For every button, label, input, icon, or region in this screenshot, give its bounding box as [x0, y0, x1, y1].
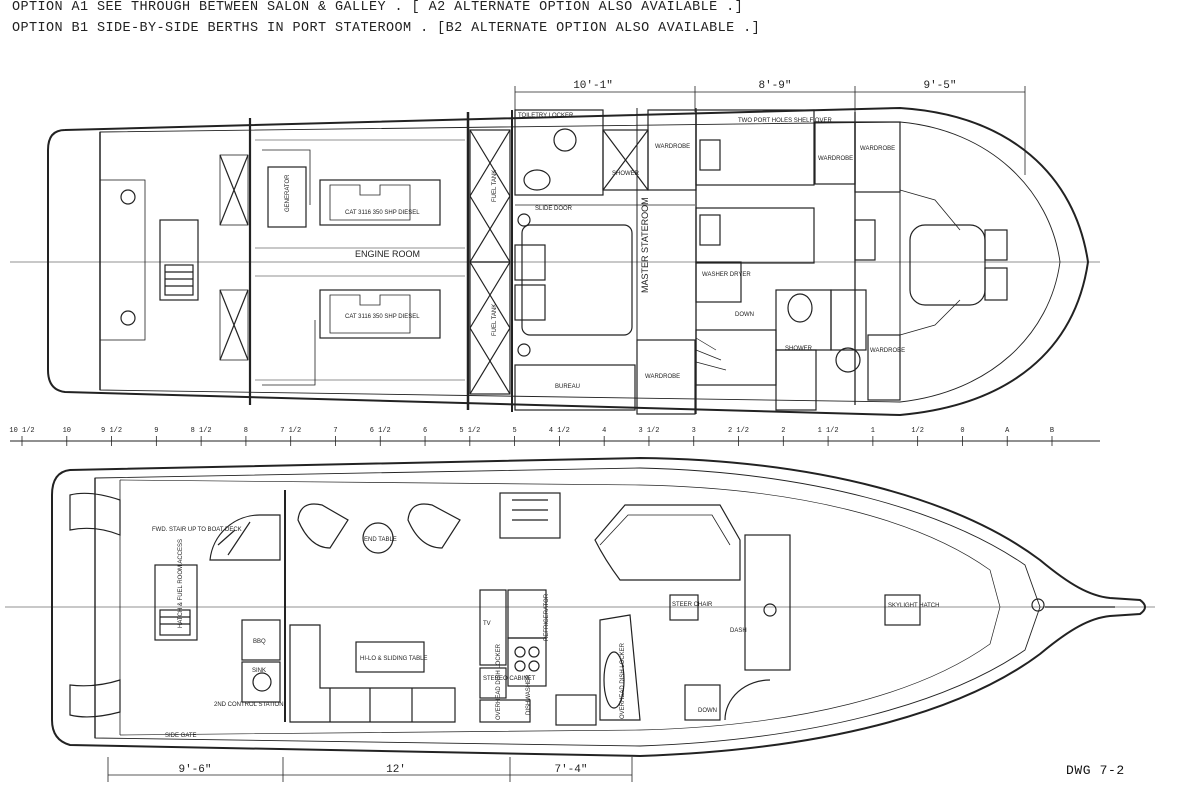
station-tick-label: A [1005, 427, 1010, 435]
down-lower-label: DOWN [735, 312, 754, 318]
main-dim-2: 12' [386, 764, 406, 776]
station-tick-label: 8 1/2 [191, 427, 212, 435]
second-control-label: 2ND CONTROL STATION [214, 702, 284, 708]
overhead-dish-locker-2-label: OVERHEAD DISH LOCKER [620, 642, 626, 719]
station-tick-label: 4 [602, 427, 606, 435]
bureau-label: BUREAU [555, 384, 580, 390]
down-main-label: DOWN [698, 708, 717, 714]
lower-dim-2: 8'-9" [758, 80, 791, 92]
station-tick-label: 9 1/2 [101, 427, 122, 435]
stereo-cabinet-label: STEREO CABINET [483, 676, 536, 682]
lower-dim-1: 10'-1" [573, 80, 613, 92]
station-tick-label: 2 [781, 427, 785, 435]
engine-spec-1-label: CAT 3116 350 SHP DIESEL [345, 210, 420, 216]
washer-dryer-label: WASHER DRYER [702, 272, 751, 278]
toiletry-locker-label: TOILETRY LOCKER [518, 113, 574, 119]
main-dim-3: 7'-4" [554, 764, 587, 776]
station-tick-label: 2 1/2 [728, 427, 749, 435]
master-stateroom-label: MASTER STATEROOM [640, 197, 650, 293]
station-tick-label: 3 [692, 427, 696, 435]
overhead-dish-locker-label: OVERHEAD DISH LOCKER [496, 643, 502, 720]
wardrobe-3-label: WARDROBE [818, 156, 853, 162]
station-tick-label: 1/2 [911, 427, 924, 435]
option-b-note: OPTION B1 SIDE-BY-SIDE BERTHS IN PORT ST… [12, 21, 761, 36]
steer-chair-label: STEER CHAIR [672, 602, 713, 608]
station-tick-label: 6 1/2 [370, 427, 391, 435]
option-a-note: OPTION A1 SEE THROUGH BETWEEN SALON & GA… [12, 0, 744, 15]
station-tick-label: 7 [333, 427, 337, 435]
fuel-tank-2-label: FUEL TANK [492, 304, 498, 336]
station-tick-label: 9 [154, 427, 158, 435]
generator-label: GENERATOR [285, 174, 291, 212]
dash-label: DASH [730, 628, 747, 634]
engine-room-label: ENGINE ROOM [355, 249, 420, 259]
skylight-hatch-label: SKYLIGHT HATCH [888, 603, 939, 609]
engine-spec-2-label: CAT 3116 350 SHP DIESEL [345, 314, 420, 320]
side-gate-label: SIDE GATE [165, 733, 197, 739]
station-tick-label: B [1050, 427, 1054, 435]
main-dim-1: 9'-6" [178, 764, 211, 776]
wardrobe-1-label: WARDROBE [655, 144, 690, 150]
dishwasher-label: DISHWASHER [526, 674, 532, 715]
fwd-stair-label: FWD. STAIR UP TO BOAT DECK [152, 527, 242, 533]
station-tick-label: 1 1/2 [818, 427, 839, 435]
station-tick-label: 1 [871, 427, 875, 435]
station-tick-label: 3 1/2 [638, 427, 659, 435]
wardrobe-5-label: WARDROBE [870, 348, 905, 354]
slide-door-label: SLIDE DOOR [535, 206, 573, 212]
bbq-label: BBQ [253, 639, 266, 645]
station-tick-label: 10 [63, 427, 71, 435]
hi-lo-table-label: HI-LO & SLIDING TABLE [360, 656, 427, 662]
station-tick-label: 10 1/2 [9, 427, 34, 435]
shower-1-label: SHOWER [612, 171, 640, 177]
hatch-label: HATCH & FUEL ROOM ACCESS [178, 539, 184, 628]
station-tick-label: 4 1/2 [549, 427, 570, 435]
station-tick-label: 8 [244, 427, 248, 435]
shower-2-label: SHOWER [785, 346, 813, 352]
refrigerator-label: REFRIGERATOR [544, 593, 550, 641]
lower-dim-3: 9'-5" [923, 80, 956, 92]
station-tick-label: 5 1/2 [459, 427, 480, 435]
main-deck-plan [5, 456, 1155, 782]
wardrobe-4-label: WARDROBE [860, 146, 895, 152]
end-table-label: END TABLE [364, 537, 397, 543]
two-port-holes-label: TWO PORT HOLES SHELF OVER [738, 118, 832, 124]
lower-deck-plan [10, 86, 1100, 417]
fuel-tank-1-label: FUEL TANK [492, 170, 498, 202]
station-tick-label: 0 [960, 427, 964, 435]
wardrobe-2-label: WARDROBE [645, 374, 680, 380]
station-tick-label: 7 1/2 [280, 427, 301, 435]
station-tick-label: 6 [423, 427, 427, 435]
drawing-number: DWG 7-2 [1066, 763, 1125, 778]
tv-label: TV [483, 621, 491, 627]
station-tick-label: 5 [513, 427, 517, 435]
sink-label: SINK [252, 668, 266, 674]
